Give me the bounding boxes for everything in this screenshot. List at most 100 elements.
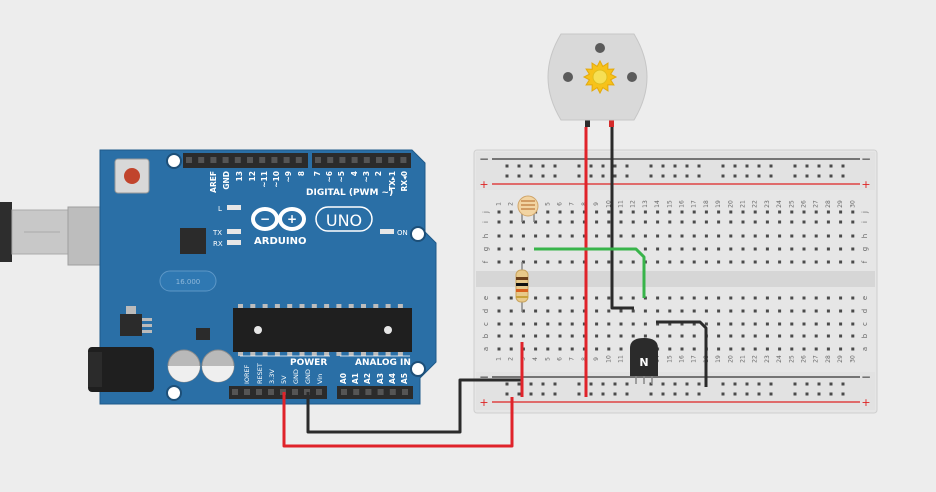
- breadboard-hole[interactable]: [509, 347, 513, 351]
- rail-hole[interactable]: [577, 382, 581, 386]
- breadboard-hole[interactable]: [619, 260, 623, 264]
- breadboard-hole[interactable]: [668, 347, 672, 351]
- rail-hole[interactable]: [541, 164, 545, 168]
- rail-hole[interactable]: [829, 174, 833, 178]
- digital-header-right[interactable]: [312, 153, 411, 168]
- rail-hole[interactable]: [625, 382, 629, 386]
- breadboard-hole[interactable]: [814, 347, 818, 351]
- breadboard-hole[interactable]: [558, 220, 562, 224]
- breadboard-hole[interactable]: [753, 322, 757, 326]
- breadboard-hole[interactable]: [704, 210, 708, 214]
- power-header[interactable]: [229, 386, 327, 399]
- rail-hole[interactable]: [757, 382, 761, 386]
- rail-hole[interactable]: [697, 382, 701, 386]
- breadboard-hole[interactable]: [680, 220, 684, 224]
- breadboard-hole[interactable]: [802, 334, 806, 338]
- rail-hole[interactable]: [805, 174, 809, 178]
- breadboard-hole[interactable]: [509, 210, 513, 214]
- breadboard-hole[interactable]: [717, 210, 721, 214]
- breadboard-hole[interactable]: [765, 210, 769, 214]
- breadboard[interactable]: − − + + − − + + 112233445566778899101011…: [473, 149, 878, 414]
- breadboard-hole[interactable]: [668, 247, 672, 251]
- header-pin[interactable]: [376, 157, 382, 163]
- rail-hole[interactable]: [733, 382, 737, 386]
- breadboard-hole[interactable]: [509, 322, 513, 326]
- rail-hole[interactable]: [517, 164, 521, 168]
- breadboard-hole[interactable]: [729, 334, 733, 338]
- breadboard-hole[interactable]: [839, 309, 843, 313]
- breadboard-hole[interactable]: [509, 334, 513, 338]
- header-pin[interactable]: [363, 157, 370, 163]
- rail-hole[interactable]: [541, 382, 545, 386]
- breadboard-hole[interactable]: [546, 296, 550, 300]
- breadboard-hole[interactable]: [680, 334, 684, 338]
- rail-hole[interactable]: [697, 164, 701, 168]
- breadboard-hole[interactable]: [778, 347, 782, 351]
- wire-transistor-black[interactable]: [656, 320, 708, 387]
- rail-hole[interactable]: [721, 382, 725, 386]
- breadboard-hole[interactable]: [668, 220, 672, 224]
- breadboard-hole[interactable]: [790, 234, 794, 238]
- breadboard-hole[interactable]: [534, 234, 538, 238]
- rail-hole[interactable]: [721, 174, 725, 178]
- header-pin[interactable]: [268, 389, 274, 395]
- breadboard-hole[interactable]: [521, 234, 525, 238]
- breadboard-hole[interactable]: [534, 296, 538, 300]
- breadboard-hole[interactable]: [704, 296, 708, 300]
- rail-hole[interactable]: [673, 382, 677, 386]
- breadboard-hole[interactable]: [851, 347, 855, 351]
- breadboard-hole[interactable]: [753, 260, 757, 264]
- breadboard-hole[interactable]: [668, 234, 672, 238]
- header-pin[interactable]: [400, 157, 407, 163]
- breadboard-hole[interactable]: [509, 296, 513, 300]
- breadboard-hole[interactable]: [546, 309, 550, 313]
- breadboard-hole[interactable]: [778, 322, 782, 326]
- breadboard-hole[interactable]: [570, 309, 574, 313]
- breadboard-hole[interactable]: [546, 322, 550, 326]
- breadboard-hole[interactable]: [619, 210, 623, 214]
- breadboard-hole[interactable]: [814, 260, 818, 264]
- breadboard-hole[interactable]: [521, 220, 525, 224]
- breadboard-hole[interactable]: [790, 296, 794, 300]
- rail-hole[interactable]: [541, 392, 545, 396]
- breadboard-hole[interactable]: [790, 260, 794, 264]
- resistor[interactable]: [515, 262, 529, 312]
- breadboard-hole[interactable]: [546, 220, 550, 224]
- rail-hole[interactable]: [697, 392, 701, 396]
- breadboard-hole[interactable]: [570, 260, 574, 264]
- rail-hole[interactable]: [757, 174, 761, 178]
- breadboard-hole[interactable]: [839, 260, 843, 264]
- breadboard-hole[interactable]: [595, 210, 599, 214]
- breadboard-hole[interactable]: [765, 260, 769, 264]
- breadboard-hole[interactable]: [790, 309, 794, 313]
- breadboard-hole[interactable]: [582, 322, 586, 326]
- breadboard-hole[interactable]: [680, 347, 684, 351]
- rail-hole[interactable]: [601, 382, 605, 386]
- breadboard-hole[interactable]: [595, 296, 599, 300]
- header-pin[interactable]: [186, 157, 192, 163]
- rail-hole[interactable]: [745, 382, 749, 386]
- rail-hole[interactable]: [793, 164, 797, 168]
- rail-hole[interactable]: [673, 174, 677, 178]
- breadboard-hole[interactable]: [668, 260, 672, 264]
- breadboard-hole[interactable]: [717, 296, 721, 300]
- rail-hole[interactable]: [733, 164, 737, 168]
- breadboard-hole[interactable]: [851, 220, 855, 224]
- breadboard-hole[interactable]: [741, 322, 745, 326]
- breadboard-hole[interactable]: [607, 309, 611, 313]
- breadboard-hole[interactable]: [802, 210, 806, 214]
- breadboard-hole[interactable]: [717, 247, 721, 251]
- breadboard-hole[interactable]: [631, 309, 635, 313]
- breadboard-hole[interactable]: [558, 322, 562, 326]
- breadboard-hole[interactable]: [692, 210, 696, 214]
- breadboard-hole[interactable]: [619, 347, 623, 351]
- breadboard-hole[interactable]: [704, 234, 708, 238]
- header-pin[interactable]: [222, 157, 229, 163]
- header-pin[interactable]: [402, 389, 408, 395]
- breadboard-hole[interactable]: [509, 234, 513, 238]
- breadboard-hole[interactable]: [595, 347, 599, 351]
- rail-hole[interactable]: [745, 392, 749, 396]
- breadboard-hole[interactable]: [680, 210, 684, 214]
- breadboard-hole[interactable]: [521, 247, 525, 251]
